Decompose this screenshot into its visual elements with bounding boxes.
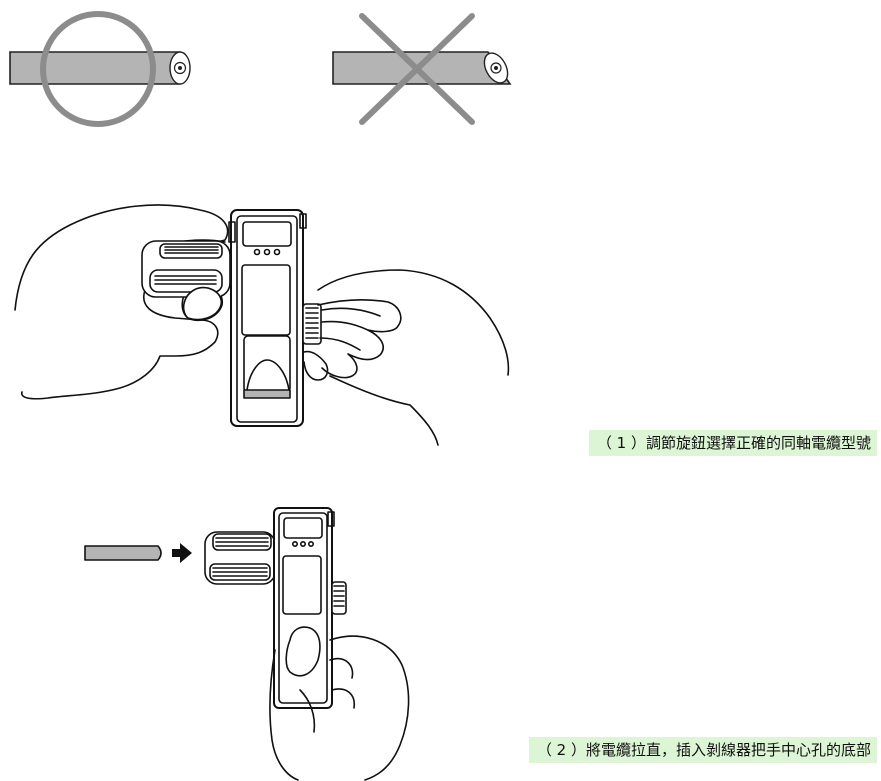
straight-cut-cable — [9, 51, 191, 85]
step1-caption: （ 1 ）調節旋鈕選擇正確的同軸電纜型號 — [588, 430, 877, 456]
step2-illustration — [84, 507, 410, 781]
angled-cut-cable — [332, 51, 512, 85]
right-hand — [317, 269, 510, 376]
coax-cable — [84, 545, 162, 561]
step2-caption: （ 2 ）將電纜拉直，插入剝線器把手中心孔的底部 — [528, 737, 877, 763]
holding-hand — [269, 649, 299, 781]
wrong-cross-mark — [359, 13, 475, 125]
insert-arrow-icon — [172, 543, 192, 563]
correct-circle-mark — [40, 11, 156, 127]
step1-illustration — [14, 204, 510, 446]
left-hand — [14, 204, 229, 400]
